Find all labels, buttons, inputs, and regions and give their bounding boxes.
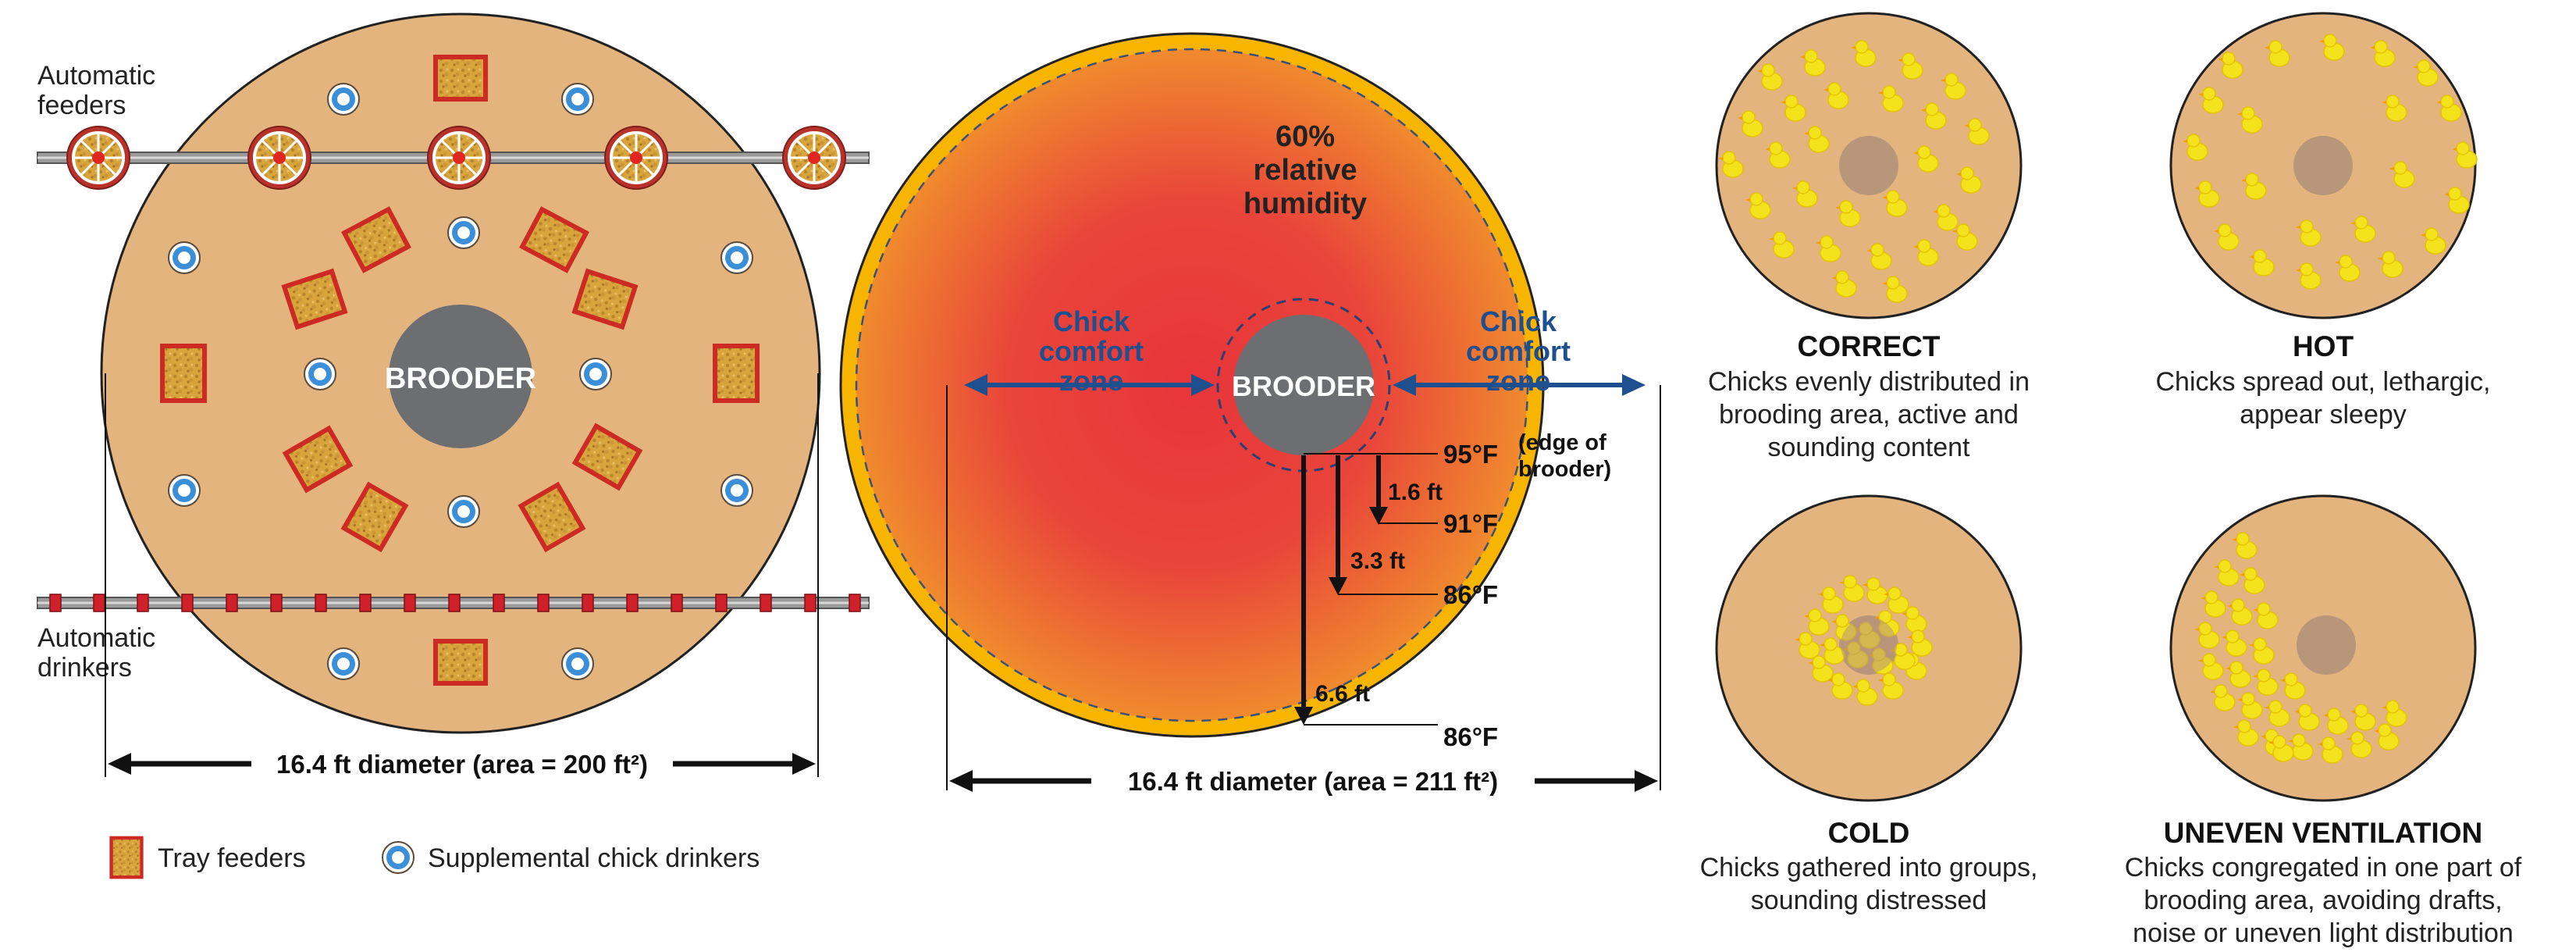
panel-description: Chicks gathered into groups, bbox=[1700, 853, 2038, 882]
tray-feeder bbox=[160, 344, 207, 403]
comfort-zone-right-label: zone bbox=[1486, 365, 1550, 397]
comfort-zone-arrow-left bbox=[964, 374, 1215, 396]
behaviour-panel-uneven-ventilation: UNEVEN VENTILATION Chicks congregated in… bbox=[2125, 494, 2522, 948]
behaviour-panel-cold: COLD Chicks gathered into groups, soundi… bbox=[1700, 494, 2038, 915]
distance-label: 1.6 ft bbox=[1388, 480, 1443, 505]
drinkers-label: Automatic bbox=[37, 623, 155, 653]
panel-title: CORRECT bbox=[1798, 330, 1941, 362]
temperature-gradient-arrows bbox=[1294, 453, 1438, 726]
distance-label: 6.6 ft bbox=[1315, 681, 1370, 707]
chick-drinker bbox=[447, 216, 480, 249]
comfort-zone-left-label: Chick bbox=[1053, 305, 1130, 337]
legend-chick-drinkers: Supplemental chick drinkers bbox=[428, 843, 760, 873]
tray-feeder bbox=[433, 55, 488, 102]
panel-description: sounding distressed bbox=[1751, 886, 1987, 915]
temperature-zone-panel: 60% relative humidity BROODER Chick comf… bbox=[839, 32, 1661, 797]
panel-description: brooding area, active and bbox=[1719, 400, 2019, 430]
diameter-label-bg bbox=[251, 746, 673, 780]
panel-description: Chicks spread out, lethargic, bbox=[2156, 367, 2491, 397]
brooder-label: BROODER bbox=[385, 362, 536, 395]
distance-label: 3.3 ft bbox=[1350, 548, 1405, 574]
edge-note: brooder) bbox=[1518, 457, 1611, 482]
comfort-zone-right-label: Chick bbox=[1480, 305, 1557, 337]
feeders-label: Automatic bbox=[37, 61, 155, 91]
equipment-layout-panel: BROODER Automatic feeders Automatic drin… bbox=[37, 12, 870, 879]
panel-description: noise or uneven light distribution bbox=[2133, 918, 2514, 948]
panel-title: COLD bbox=[1828, 817, 1910, 849]
edge-note: (edge of bbox=[1518, 430, 1606, 455]
legend-tray-feeders: Tray feeders bbox=[158, 843, 306, 873]
temp-edge-label: 95°F bbox=[1443, 440, 1498, 469]
chick-drinker bbox=[304, 358, 336, 390]
comfort-zone-left-label: zone bbox=[1059, 365, 1123, 397]
panel-description: sounding content bbox=[1768, 433, 1971, 462]
feeder-pan bbox=[66, 125, 131, 191]
chick-drinker-legend-icon bbox=[382, 841, 415, 874]
comfort-zone-arrow-right bbox=[1393, 374, 1646, 396]
temp-label: 86°F bbox=[1443, 722, 1498, 751]
tray-feeder-legend-icon bbox=[109, 836, 144, 879]
tray-feeder bbox=[713, 344, 760, 403]
temp-label: 91°F bbox=[1443, 509, 1498, 538]
feeder-pan bbox=[426, 125, 492, 191]
comfort-zone-right-label: comfort bbox=[1466, 335, 1571, 367]
panel-description: brooding area, avoiding drafts, bbox=[2144, 886, 2502, 915]
feeder-pan bbox=[603, 125, 669, 191]
nipple-drinkers bbox=[49, 594, 861, 612]
panel-description: appear sleepy bbox=[2240, 400, 2407, 430]
chick-drinker bbox=[168, 241, 201, 274]
diameter-label: 16.4 ft diameter (area = 200 ft²) bbox=[276, 750, 648, 779]
chick-drinker bbox=[327, 83, 360, 116]
chick-drinker bbox=[447, 495, 480, 528]
feeder-pan bbox=[781, 125, 847, 191]
humidity-label: humidity bbox=[1244, 187, 1367, 220]
comfort-zone-left-label: comfort bbox=[1039, 335, 1144, 367]
brooder-heater bbox=[2297, 615, 2356, 675]
humidity-label: 60% bbox=[1276, 120, 1335, 153]
chick-drinker bbox=[720, 241, 753, 274]
brooder-label: BROODER bbox=[1232, 370, 1375, 402]
brooder-heater-overlay bbox=[1841, 617, 1897, 673]
brooder-heater bbox=[389, 305, 532, 448]
chick-drinker bbox=[168, 474, 201, 507]
diameter-label: 16.4 ft diameter (area = 211 ft²) bbox=[1128, 767, 1498, 796]
diameter-label-bg bbox=[1091, 763, 1535, 797]
panel-description: Chicks evenly distributed in bbox=[1708, 367, 2030, 397]
chick-drinker bbox=[327, 647, 360, 680]
brooder-heater bbox=[1839, 136, 1898, 195]
chick-drinker bbox=[720, 474, 753, 507]
behaviour-panel-hot: HOT Chicks spread out, lethargic, appear… bbox=[2156, 12, 2491, 430]
legend: Tray feeders Supplemental chick drinkers bbox=[109, 836, 760, 879]
chick-drinker bbox=[561, 83, 594, 116]
drinker-line bbox=[37, 594, 870, 612]
panel-title: HOT bbox=[2293, 330, 2354, 362]
drinkers-label: drinkers bbox=[37, 653, 132, 683]
brooder-heater bbox=[2293, 136, 2353, 195]
humidity-label: relative bbox=[1253, 154, 1357, 187]
feeder-pan bbox=[247, 125, 312, 191]
feeders-label: feeders bbox=[37, 91, 126, 120]
brooder-heater bbox=[1233, 315, 1374, 455]
chick-drinker bbox=[579, 358, 612, 390]
tray-feeder bbox=[433, 639, 488, 686]
panel-description: Chicks congregated in one part of bbox=[2125, 853, 2522, 882]
temp-label: 86°F bbox=[1443, 580, 1498, 609]
panel-title: UNEVEN VENTILATION bbox=[2164, 817, 2482, 849]
behaviour-panel-correct: CORRECT Chicks evenly distributed in bro… bbox=[1708, 12, 2030, 462]
chick-drinker bbox=[561, 647, 594, 680]
